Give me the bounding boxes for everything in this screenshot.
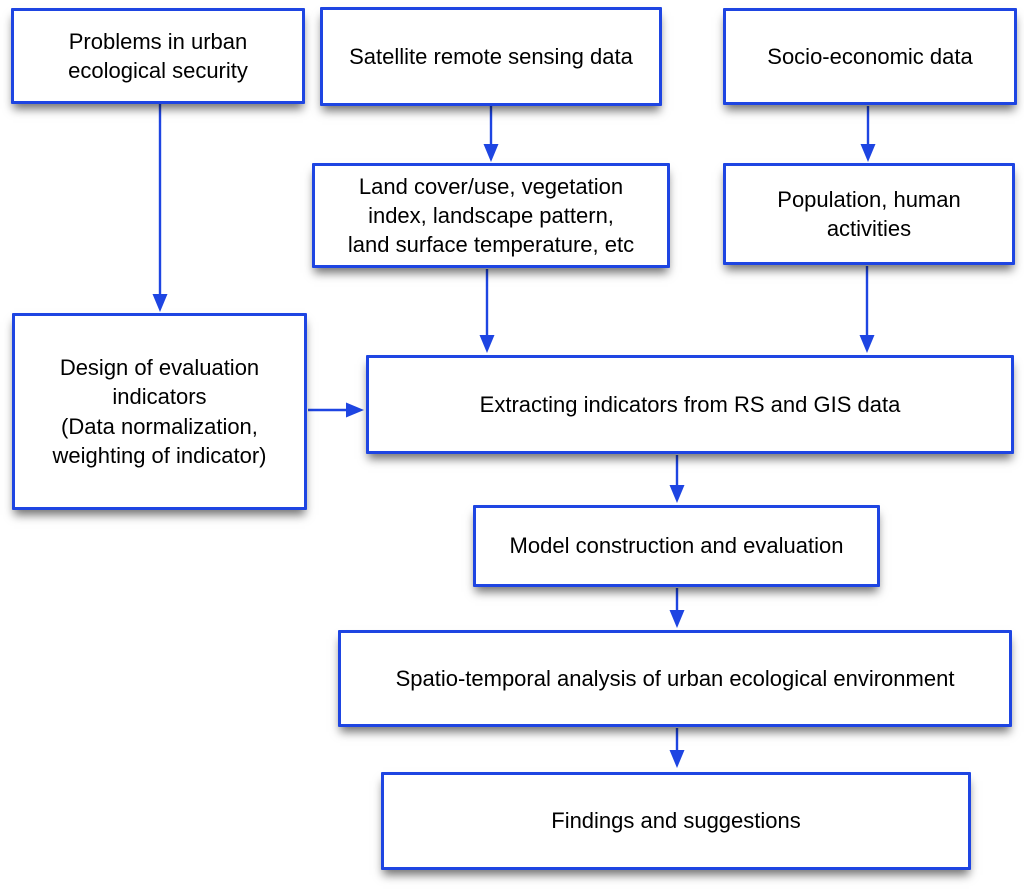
flow-box-spatio-temporal-analysis: Spatio-temporal analysis of urban ecolog…	[338, 630, 1012, 727]
connector-landcover-extracting	[479, 269, 495, 353]
flow-box-model-construction-evaluation: Model construction and evaluation	[473, 505, 880, 587]
connector-extracting-model	[669, 455, 685, 503]
flow-box-findings-and-suggestions: Findings and suggestions	[381, 772, 971, 870]
flow-box-design-of-evaluation-indicators: Design of evaluation indicators (Data no…	[12, 313, 307, 510]
connector-model-spatio	[669, 588, 685, 628]
connector-population-extracting	[859, 266, 875, 353]
flow-box-socio-economic-data: Socio-economic data	[723, 8, 1017, 105]
flow-box-land-cover-indicators: Land cover/use, vegetation index, landsc…	[312, 163, 670, 268]
flow-box-extracting-indicators: Extracting indicators from RS and GIS da…	[366, 355, 1014, 454]
connector-spatio-findings	[669, 728, 685, 768]
connector-design-extracting	[308, 402, 364, 418]
flow-box-satellite-remote-sensing-data: Satellite remote sensing data	[320, 7, 662, 106]
connector-socio-population	[860, 106, 876, 162]
flow-box-population-human-activities: Population, human activities	[723, 163, 1015, 265]
connector-satellite-landcover	[483, 106, 499, 162]
connector-problems-design	[152, 104, 168, 312]
flow-box-problems-in-urban-ecological-security: Problems in urban ecological security	[11, 8, 305, 104]
